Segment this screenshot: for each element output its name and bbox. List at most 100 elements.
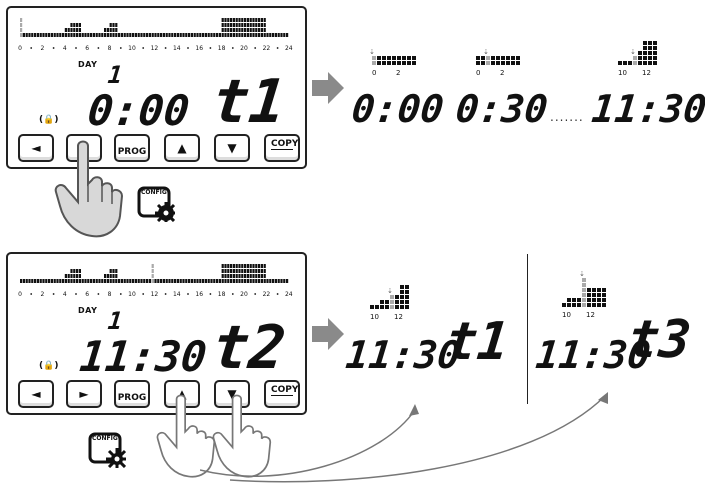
- schedule-cell: [106, 33, 109, 37]
- half-tick: [187, 293, 189, 295]
- half-tick: [276, 47, 279, 49]
- schedule-cell: [70, 23, 73, 27]
- half-tick: [254, 47, 257, 49]
- schedule-cell: [48, 279, 51, 283]
- schedule-cell: [98, 279, 101, 283]
- half-tick: [142, 293, 145, 295]
- mini-cell: [380, 300, 384, 304]
- schedule-cell: [221, 33, 224, 37]
- pointing-hand-icon: [54, 140, 124, 238]
- schedule-cell: [95, 33, 98, 37]
- prog-button[interactable]: PROG: [114, 134, 150, 162]
- schedule-cell: [109, 269, 112, 273]
- schedule-cell: [59, 33, 62, 37]
- schedule-cell: [196, 33, 199, 37]
- mini-cell: [628, 61, 632, 65]
- schedule-cell: [246, 18, 249, 22]
- schedule-cell: [67, 274, 70, 278]
- schedule-cell: [241, 23, 244, 27]
- schedule-cell: [244, 18, 247, 22]
- schedule-cell: [70, 274, 73, 278]
- schedule-cell: [112, 269, 115, 273]
- schedule-cell: [76, 23, 79, 27]
- mini-cell: [516, 61, 520, 65]
- schedule-cell: [160, 279, 163, 283]
- schedule-cell: [76, 33, 79, 37]
- left-arrow-icon: ◄: [31, 141, 41, 155]
- schedule-cell: [230, 33, 233, 37]
- half-tick: [75, 293, 77, 295]
- schedule-cell: [120, 279, 123, 283]
- schedule-cell: [104, 28, 107, 32]
- mini-cell: [407, 56, 411, 60]
- sequence-ellipsis: .......: [550, 110, 584, 124]
- schedule-cell: [62, 279, 65, 283]
- schedule-cell: [277, 279, 280, 283]
- half-tick: [231, 293, 234, 295]
- schedule-cell: [182, 279, 185, 283]
- schedule-cell: [199, 279, 202, 283]
- mini-cell: [582, 288, 586, 292]
- schedule-cell: [227, 18, 230, 22]
- mini-cell: [375, 305, 379, 309]
- mini-cell: [653, 56, 657, 60]
- day-label: DAY: [78, 306, 98, 315]
- mini-cell: [643, 46, 647, 50]
- down-button[interactable]: ▼: [214, 134, 250, 162]
- schedule-cell: [232, 28, 235, 32]
- hour-tick-label: 16: [195, 291, 203, 298]
- mini-cell: [390, 295, 394, 299]
- schedule-cell: [115, 28, 118, 32]
- left-button[interactable]: ◄: [18, 134, 54, 162]
- schedule-cell: [78, 279, 81, 283]
- right-button[interactable]: ►: [66, 380, 102, 408]
- left-button[interactable]: ◄: [18, 380, 54, 408]
- schedule-cell: [238, 264, 241, 268]
- temperature-mode: t2: [209, 313, 289, 383]
- mini-cell: [486, 56, 490, 60]
- schedule-cell: [45, 279, 48, 283]
- schedule-cell: [269, 279, 272, 283]
- schedule-cell: [227, 274, 230, 278]
- schedule-cell: [260, 18, 263, 22]
- schedule-cell: [260, 28, 263, 32]
- schedule-cell: [221, 274, 224, 278]
- schedule-cell: [115, 23, 118, 27]
- schedule-cell: [146, 279, 149, 283]
- current-time-marker: [151, 264, 154, 268]
- schedule-cell: [213, 33, 216, 37]
- schedule-cell: [48, 33, 51, 37]
- schedule-cell: [221, 18, 224, 22]
- mini-cell: [623, 61, 627, 65]
- prog-button[interactable]: PROG: [114, 380, 150, 408]
- mini-cell: [481, 56, 485, 60]
- copy-button[interactable]: COPY: [264, 134, 300, 162]
- lock-icon: (🔒): [39, 361, 59, 371]
- mini-cell: [633, 56, 637, 60]
- schedule-cell: [31, 33, 34, 37]
- schedule-cell: [255, 269, 258, 273]
- schedule-cell: [148, 33, 151, 37]
- schedule-cell: [224, 28, 227, 32]
- schedule-cell: [218, 33, 221, 37]
- schedule-cell: [280, 279, 283, 283]
- mini-cell: [582, 278, 586, 282]
- schedule-cell: [90, 279, 93, 283]
- schedule-cell: [266, 279, 269, 283]
- schedule-cell: [258, 269, 261, 273]
- mini-cell: [405, 285, 409, 289]
- mini-cell: [390, 300, 394, 304]
- half-tick: [97, 293, 100, 295]
- up-button[interactable]: ▲: [164, 134, 200, 162]
- copy-button[interactable]: COPY: [264, 380, 300, 408]
- schedule-cell: [249, 33, 252, 37]
- mini-cell: [387, 56, 391, 60]
- sequence-time-2: 0:30: [453, 87, 550, 131]
- schedule-cell: [260, 269, 263, 273]
- schedule-cell: [129, 279, 132, 283]
- mini-cell: [395, 295, 399, 299]
- schedule-cell: [87, 279, 90, 283]
- schedule-cell: [224, 33, 227, 37]
- schedule-cell: [25, 33, 28, 37]
